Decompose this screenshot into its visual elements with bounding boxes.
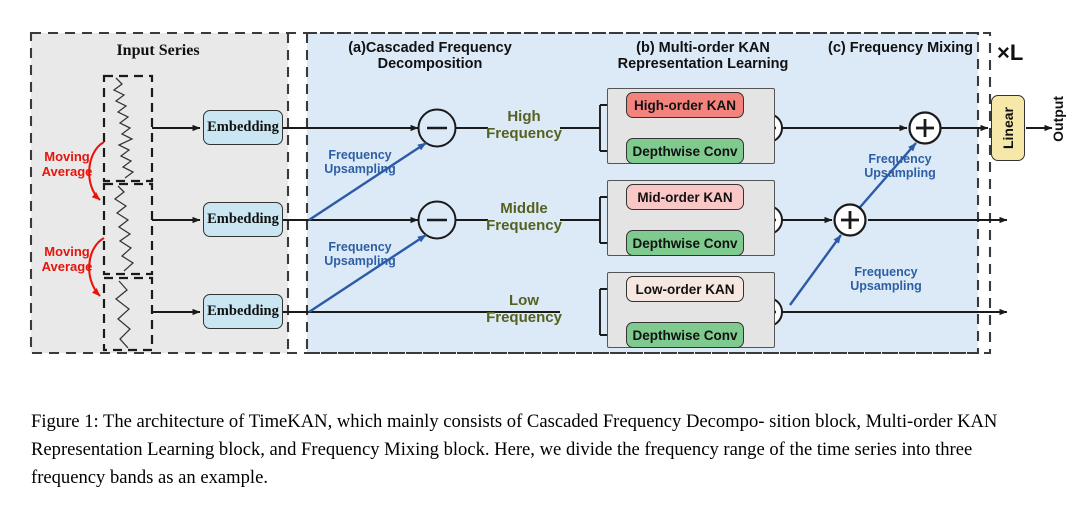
decomposition-title-line2: Decomposition xyxy=(377,56,483,73)
upsampling-label-1: Frequency Upsampling xyxy=(312,148,408,177)
embedding-label-3: Embedding xyxy=(207,303,279,319)
depthwise-conv-label-high: Depthwise Conv xyxy=(632,143,738,159)
frequency-band-label-high: High Frequency xyxy=(478,108,570,143)
moving-average-label-1: Moving Average xyxy=(34,149,100,180)
upsampling-4-line2: Upsampling xyxy=(850,279,922,294)
repeat-count-label: ×L xyxy=(997,40,1024,65)
subtract-circle-middle xyxy=(417,200,457,240)
moving-average-arrows xyxy=(88,141,105,297)
input-series-title: Input Series xyxy=(116,42,200,59)
embedding-output-lines xyxy=(283,124,560,313)
caption-line2: sition block, Multi-order KAN Representa… xyxy=(31,411,998,460)
series-waveform-row2 xyxy=(113,185,135,272)
mixing-add-operators xyxy=(833,111,942,237)
upsampling-label-3: Frequency Upsampling xyxy=(852,152,948,181)
output-label-wrap: Output xyxy=(1050,96,1067,147)
outer-dashed-border xyxy=(29,31,992,355)
depthwise-conv-label-middle: Depthwise Conv xyxy=(632,235,738,251)
upsampling-label-4: Frequency Upsampling xyxy=(838,265,934,294)
series-waveform-row3 xyxy=(114,280,131,349)
upsampling-4-line1: Frequency xyxy=(854,265,918,279)
high-order-kan-label: High-order KAN xyxy=(634,97,736,113)
series-waveform-row1 xyxy=(112,77,135,179)
mixing-upsampling-arrows xyxy=(789,142,917,306)
series-box-row3 xyxy=(102,276,154,352)
caption-line1: Figure 1: The architecture of TimeKAN, w… xyxy=(31,411,765,432)
depthwise-conv-box-high[interactable]: Depthwise Conv xyxy=(626,138,744,164)
band-middle-line2: Frequency xyxy=(486,216,562,234)
series-box-row1 xyxy=(102,74,154,183)
depthwise-conv-box-middle[interactable]: Depthwise Conv xyxy=(626,230,744,256)
upsampling-label-2: Frequency Upsampling xyxy=(312,240,408,269)
add-glyph-mix-top xyxy=(916,119,934,137)
moving-average-arrow-1 xyxy=(88,141,105,201)
linear-box[interactable]: Linear xyxy=(991,95,1025,161)
moving-average-1-line2: Average xyxy=(41,163,93,179)
embedding-label-1: Embedding xyxy=(207,119,279,135)
moving-average-2-line1: Moving xyxy=(44,244,90,259)
decomposition-panel-title: (a)Cascaded Frequency Decomposition xyxy=(330,40,530,72)
add-glyph-mix-middle xyxy=(841,211,859,229)
embedding-box-3[interactable]: Embedding xyxy=(203,294,283,329)
upsampling-3-line2: Upsampling xyxy=(864,166,936,181)
kan-title-line1: (b) Multi-order KAN xyxy=(636,40,770,56)
high-order-kan-box[interactable]: High-order KAN xyxy=(626,92,744,118)
upsampling-1-line1: Frequency xyxy=(328,148,392,162)
output-label: Output xyxy=(1050,96,1066,142)
frequency-band-label-middle: Middle Frequency xyxy=(478,200,570,235)
band-high-line1: High xyxy=(507,108,541,125)
input-series-waveforms xyxy=(102,74,154,352)
depthwise-conv-label-low: Depthwise Conv xyxy=(632,327,738,343)
frequency-mixing-lines xyxy=(782,124,1006,313)
band-low-line2: Frequency xyxy=(486,308,562,326)
kan-title-line2: Representation Learning xyxy=(617,56,789,73)
subtract-circle-high xyxy=(417,108,457,148)
moving-average-label-2: Moving Average xyxy=(34,244,100,275)
linear-label: Linear xyxy=(1000,106,1016,149)
band-high-line2: Frequency xyxy=(486,124,562,142)
mid-order-kan-box[interactable]: Mid-order KAN xyxy=(626,184,744,210)
subtract-operators xyxy=(417,108,457,240)
mid-order-kan-label: Mid-order KAN xyxy=(637,189,733,205)
moving-average-1-line1: Moving xyxy=(44,149,90,164)
upsampling-arrow-low-to-mid xyxy=(308,233,427,314)
band-output-lines xyxy=(456,127,488,221)
embedding-box-1[interactable]: Embedding xyxy=(203,110,283,145)
kan-panel-title: (b) Multi-order KAN Representation Learn… xyxy=(598,40,808,72)
low-order-kan-label: Low-order KAN xyxy=(635,281,735,297)
upsampling-1-line2: Upsampling xyxy=(324,162,396,177)
upsampling-3-line1: Frequency xyxy=(868,152,932,166)
upsampling-arrow-mix-low-to-mid xyxy=(789,234,842,306)
caption-line3: we divide the frequency range of the tim… xyxy=(31,438,973,488)
upsampling-arrow-mix-mid-to-top xyxy=(854,142,917,214)
embedding-label-2: Embedding xyxy=(207,211,279,227)
blue-panel-dashed-border xyxy=(305,31,980,355)
depthwise-conv-box-low[interactable]: Depthwise Conv xyxy=(626,322,744,348)
band-middle-line1: Middle xyxy=(500,200,548,217)
decomposition-upsampling-arrows xyxy=(308,141,427,314)
panel-dashed-borders xyxy=(29,31,992,355)
moving-average-2-line2: Average xyxy=(41,258,93,274)
upsampling-arrow-mid-to-high xyxy=(308,141,427,222)
embedding-box-2[interactable]: Embedding xyxy=(203,202,283,237)
band-low-line1: Low xyxy=(509,292,539,309)
embedding-input-arrows xyxy=(152,124,201,316)
decomposition-title-line1: (a)Cascaded Frequency xyxy=(348,40,512,56)
low-order-kan-box[interactable]: Low-order KAN xyxy=(626,276,744,302)
output-row-arrowheads xyxy=(995,216,1008,316)
upsampling-2-line2: Upsampling xyxy=(324,254,396,269)
frequency-band-label-low: Low Frequency xyxy=(478,292,570,327)
figure-architecture-diagram: Input Series (a)Cascaded Frequency Decom… xyxy=(29,31,1067,355)
moving-average-arrow-2 xyxy=(88,237,105,297)
mixing-panel-title: (c) Frequency Mixing xyxy=(827,40,974,56)
series-box-row2 xyxy=(102,182,154,276)
figure-caption: Figure 1: The architecture of TimeKAN, w… xyxy=(31,408,1051,492)
upsampling-2-line1: Frequency xyxy=(328,240,392,254)
